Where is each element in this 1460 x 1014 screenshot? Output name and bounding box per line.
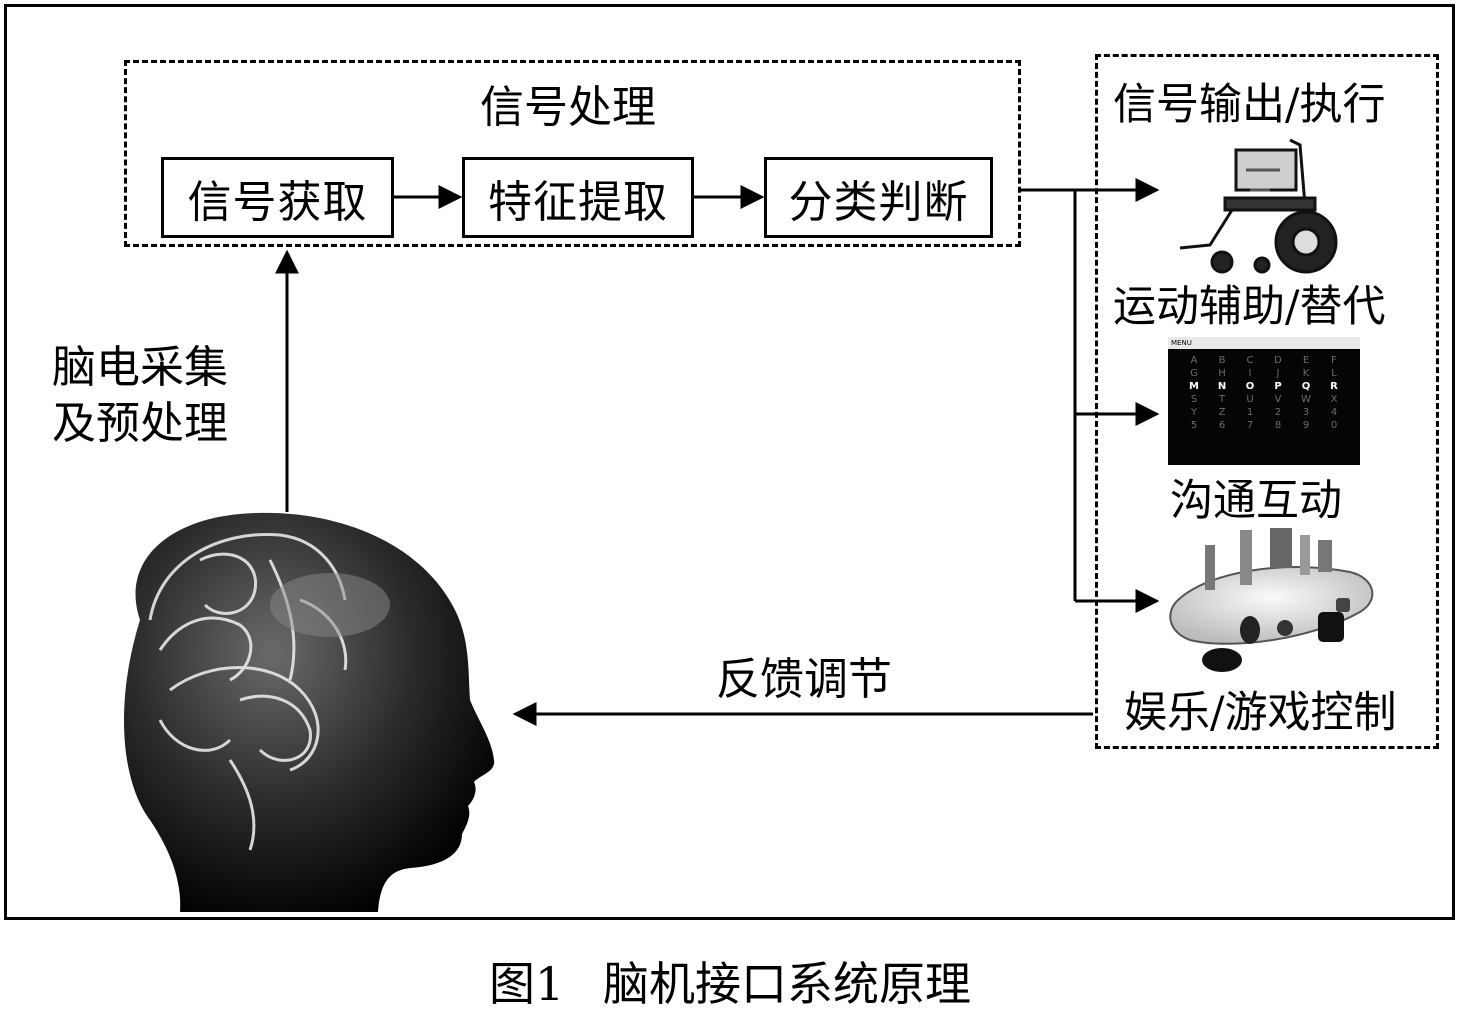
speller-cell: O — [1245, 381, 1255, 392]
speller-cell: C — [1246, 355, 1254, 366]
output-item-motion: 运动辅助/替代 — [1113, 282, 1386, 332]
acquisition-label-line2: 及预处理 — [52, 398, 228, 449]
arrow-classify-branch — [1021, 188, 1077, 601]
speller-cell: Y — [1190, 407, 1198, 418]
speller-cell: X — [1330, 394, 1338, 405]
speller-cell: D — [1274, 355, 1282, 366]
signal-processing-title: 信号处理 — [480, 82, 656, 133]
speller-cell: Z — [1218, 407, 1226, 418]
wheelchair-icon — [1179, 138, 1338, 274]
speller-cell: 0 — [1330, 420, 1338, 431]
output-item-entertainment: 娱乐/游戏控制 — [1124, 688, 1397, 738]
speller-cell: M — [1189, 381, 1199, 392]
speller-cell: E — [1302, 355, 1310, 366]
speller-cell: 1 — [1246, 407, 1254, 418]
speller-cell: G — [1190, 368, 1198, 379]
game-controller-icon — [1169, 528, 1374, 672]
figure-title: 脑机接口系统原理 — [602, 957, 971, 1011]
brain-head-icon — [123, 512, 495, 912]
speller-cell: R — [1330, 381, 1338, 392]
speller-cell: K — [1302, 368, 1310, 379]
speller-cell: 9 — [1302, 420, 1310, 431]
speller-cell: T — [1218, 394, 1226, 405]
output-item-communication: 沟通互动 — [1170, 476, 1342, 526]
speller-grid: A B C D E F G H I J K L M N O P Q R S T U V W X Y Z 1 2 3 4 5 6 7 8 9 0 — [1168, 349, 1360, 437]
speller-cell: L — [1331, 368, 1337, 379]
figure-number: 图1 — [489, 957, 565, 1011]
step-box-classify: 分类判断 — [764, 157, 993, 238]
step-box-acquire: 信号获取 — [161, 157, 394, 238]
signal-processing-group — [124, 60, 1021, 247]
speller-cell: 5 — [1190, 420, 1198, 431]
output-title: 信号输出/执行 — [1113, 80, 1386, 130]
step-box-feature: 特征提取 — [462, 157, 694, 238]
speller-cell: B — [1218, 355, 1226, 366]
speller-cell: V — [1274, 394, 1282, 405]
speller-cell: 6 — [1218, 420, 1226, 431]
speller-cell: J — [1276, 368, 1280, 379]
speller-cell: H — [1218, 368, 1226, 379]
output-group — [1095, 54, 1439, 749]
speller-cell: U — [1246, 394, 1254, 405]
speller-cell: 3 — [1302, 407, 1310, 418]
speller-cell: 8 — [1274, 420, 1282, 431]
speller-cell: I — [1248, 368, 1252, 379]
acquisition-label-line1: 脑电采集 — [52, 342, 228, 393]
speller-cell: N — [1217, 381, 1227, 392]
speller-cell: P — [1274, 381, 1282, 392]
outer-frame — [4, 4, 1455, 920]
speller-cell: S — [1190, 394, 1198, 405]
speller-cell: 2 — [1274, 407, 1282, 418]
speller-header: MENU — [1168, 337, 1360, 349]
figure-caption: 图1 脑机接口系统原理 — [0, 948, 1460, 1014]
speller-cell: Q — [1301, 381, 1311, 392]
feedback-label: 反馈调节 — [716, 654, 892, 705]
speller-cell: A — [1190, 355, 1198, 366]
speller-cell: W — [1301, 394, 1311, 405]
speller-cell: 4 — [1330, 407, 1338, 418]
speller-screen-icon: MENU A B C D E F G H I J K L M N O P Q R S T U V W X Y Z 1 2 3 4 5 6 7 8 9… — [1168, 337, 1360, 465]
speller-cell: F — [1331, 355, 1337, 366]
speller-cell: 7 — [1246, 420, 1254, 431]
